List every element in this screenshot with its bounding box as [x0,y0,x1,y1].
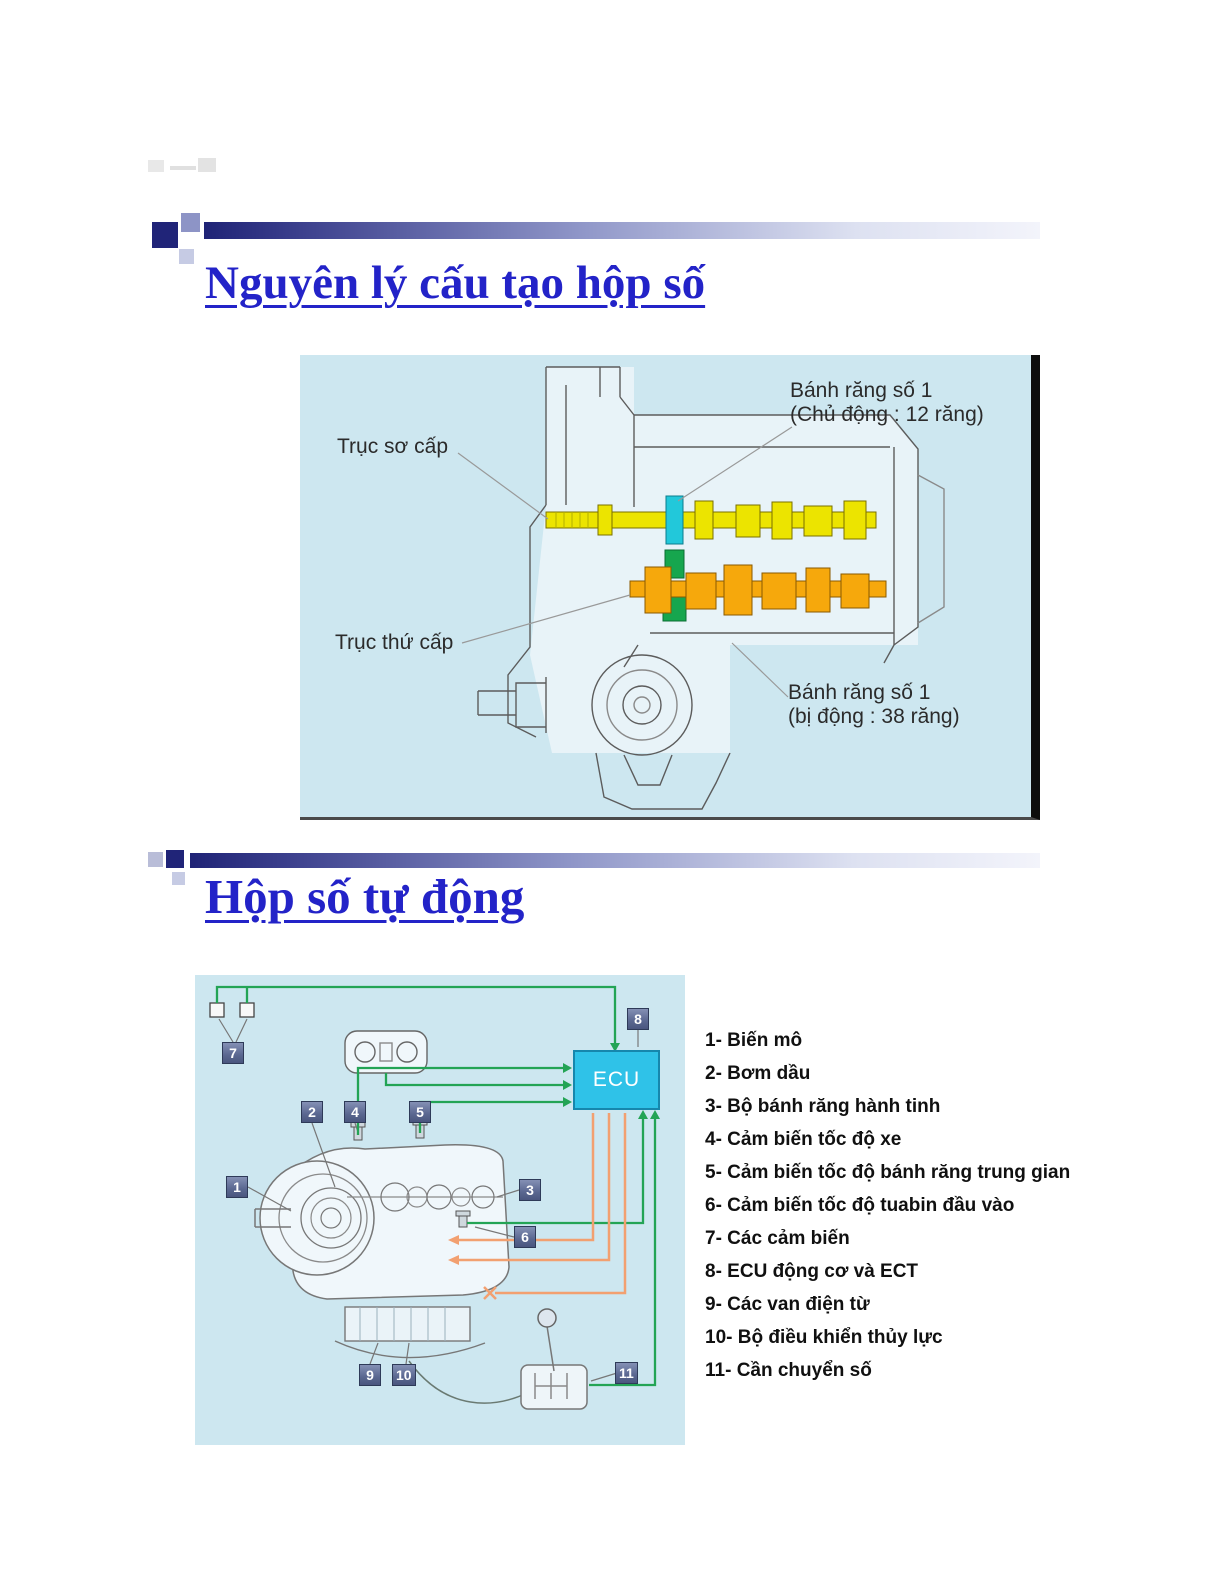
green-wires [215,985,657,1387]
primary-shaft-yellow [545,500,877,540]
legend-item: 3- Bộ bánh răng hành tinh [705,1095,941,1117]
deco-mark [148,160,164,172]
header-square-dark [152,222,178,248]
legend-item: 10- Bộ điều khiển thủy lực [705,1326,943,1348]
deco-mark [170,166,196,170]
label-gear1-driving-line1: Bánh răng số 1 [790,379,933,402]
housing-fill [530,367,918,753]
gear1-driving-cyan [665,495,684,545]
gearbox-cross-section-drawing [457,366,945,810]
badge-1: 1 [226,1176,248,1198]
transmission-body [254,1118,510,1359]
deco-mark [198,158,216,172]
label-gear1-driven: Bánh răng số 1 (bị động : 38 răng) [788,681,960,729]
header-gradient-bar [190,853,1040,868]
automatic-transmission-panel: ECU 1 2 3 4 5 6 7 8 9 10 11 [195,975,685,1445]
orange-arrowheads [448,1235,459,1265]
legend-item: 11- Cần chuyển số [705,1359,872,1381]
leader-lines [457,426,793,698]
badge-6: 6 [514,1226,536,1248]
label-gear1-driving: Bánh răng số 1 (Chủ động : 12 răng) [790,379,984,427]
sensor-switches [209,1002,255,1018]
ecu-box: ECU [573,1050,660,1110]
ecu-label: ECU [592,1068,641,1091]
shift-lever [408,1308,588,1410]
gearbox-cross-section-panel: Trục sơ cấp Bánh răng số 1 (Chủ động : 1… [300,355,1040,820]
badge-7: 7 [222,1042,244,1064]
badge-9: 9 [359,1364,381,1386]
label-gear1-driving-line2: (Chủ động : 12 răng) [790,403,984,427]
badge-8: 8 [627,1008,649,1030]
legend-item: 7- Các cảm biến [705,1227,850,1249]
legend-item: 9- Các van điện từ [705,1293,870,1315]
legend-item: 8- ECU động cơ và ECT [705,1260,919,1282]
orange-wires [457,1113,627,1300]
instrument-cluster [344,1030,428,1074]
badge-5: 5 [409,1101,431,1123]
slide2-title: Hộp số tự động [205,869,525,924]
header-square-light [179,249,194,264]
legend: 1- Biến mô 2- Bơm dầu 3- Bộ bánh răng hà… [705,1024,1085,1387]
badge-10: 10 [392,1364,416,1386]
label-gear1-driven-line2: (bị động : 38 răng) [788,705,960,729]
secondary-shaft-orange [629,564,887,616]
legend-item: 6- Cảm biến tốc độ tuabin đầu vào [705,1194,1015,1216]
label-secondary-shaft: Trục thứ cấp [335,631,454,654]
green-arrowheads [563,1043,660,1119]
legend-item: 4- Cảm biến tốc độ xe [705,1128,902,1150]
legend-item: 1- Biến mô [705,1029,803,1051]
header-square-mid [181,213,200,232]
label-primary-shaft: Trục sơ cấp [337,435,449,458]
legend-item: 5- Cảm biến tốc độ bánh răng trung gian [705,1161,1071,1183]
header-gradient-bar [204,222,1040,239]
header-square-gray [148,852,163,867]
slide1-title: Nguyên lý cấu tạo hộp số [205,257,706,309]
badge-3: 3 [519,1179,541,1201]
legend-item: 2- Bơm dầu [705,1062,811,1084]
badge-11: 11 [615,1362,638,1384]
badge-leaders [218,1018,639,1382]
label-gear1-driven-line1: Bánh răng số 1 [788,681,931,704]
badge-2: 2 [301,1101,323,1123]
automatic-transmission-drawing [209,985,660,1410]
header-square-dark [166,850,184,868]
header-square-light [172,872,185,885]
badge-4: 4 [344,1101,366,1123]
